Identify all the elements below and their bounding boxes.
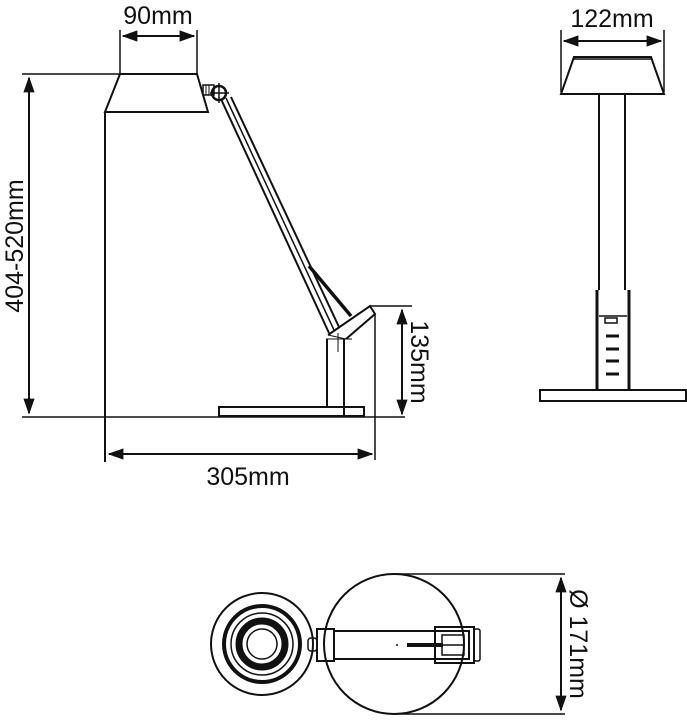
front-view: 122mm [539, 5, 687, 402]
shade-width-dimension: 90mm [119, 2, 198, 74]
base-height-label: 135mm [405, 320, 433, 403]
front-lamp-column [595, 94, 631, 390]
top-view: Ø 171mm [210, 573, 592, 715]
arm-top-icon [307, 626, 481, 664]
shade-top-icon [210, 592, 314, 696]
diameter-label: Ø 171mm [564, 589, 592, 699]
shade-width-label: 90mm [123, 2, 192, 30]
depth-dimension: 305mm [107, 448, 374, 491]
side-view: 90mm [1, 2, 433, 491]
lamp-shade [22, 73, 210, 113]
front-lamp-shade [559, 56, 666, 95]
lamp-column [326, 304, 377, 460]
front-shade-width-label: 122mm [570, 5, 653, 33]
height-label: 404-520mm [1, 179, 29, 312]
lamp-base [22, 406, 405, 418]
lamp-arm [220, 96, 353, 334]
height-dimension: 404-520mm [1, 76, 35, 415]
hinge-joint-icon [202, 83, 229, 103]
front-shade-width-dimension: 122mm [560, 5, 665, 92]
diameter-dimension: Ø 171mm [394, 573, 592, 715]
base-height-dimension: 135mm [370, 305, 433, 416]
front-lamp-base [539, 389, 687, 402]
depth-label: 305mm [206, 463, 289, 491]
